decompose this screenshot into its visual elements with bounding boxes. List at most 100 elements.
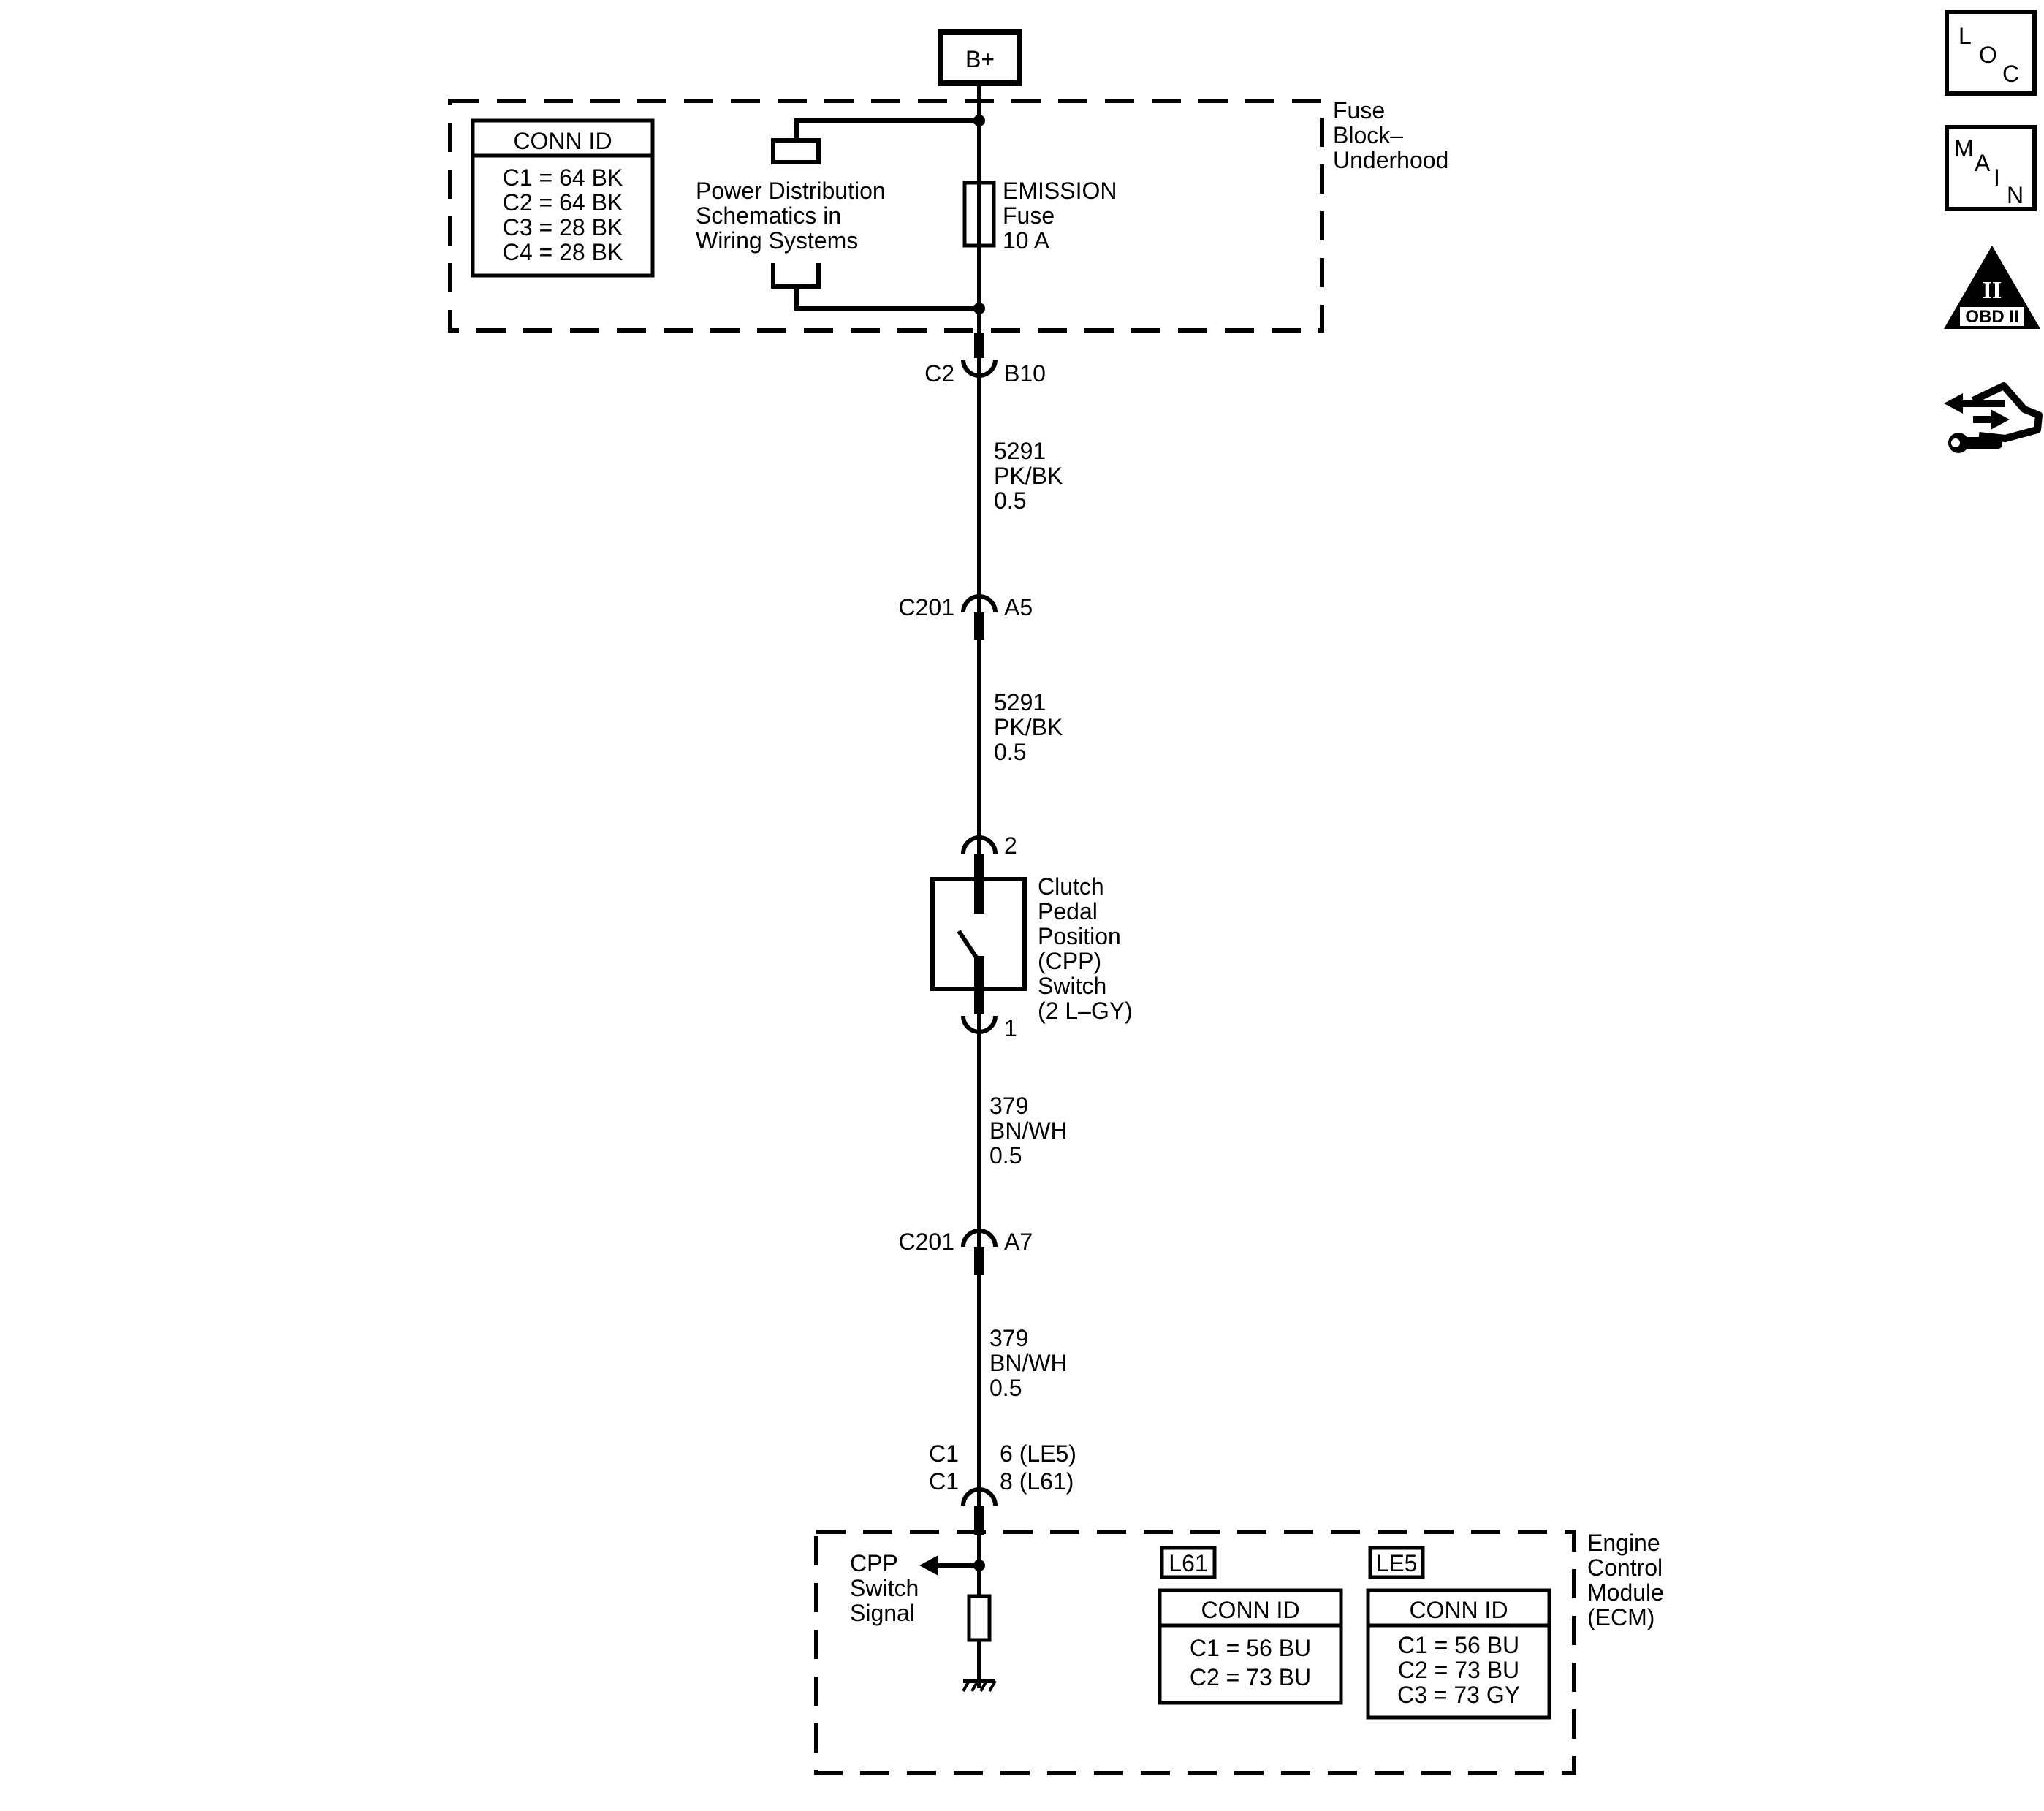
fuse-block-conn-id-title: CONN ID	[513, 128, 612, 154]
ecm-name-line: Module	[1587, 1579, 1664, 1606]
l61-tag: L61	[1169, 1550, 1207, 1576]
fuse-block-conn-id-row: C2 = 64 BK	[503, 189, 623, 216]
cpp-label-line: Clutch	[1038, 873, 1104, 900]
loc-letter: C	[2002, 61, 2019, 87]
ecm-le5-conn-id-table: LE5 CONN ID C1 = 56 BU C2 = 73 BU C3 = 7…	[1366, 1546, 1551, 1720]
wire-label-379-upper: 379 BN/WH 0.5	[989, 1093, 1068, 1169]
fuse-label-line-1: EMISSION	[1003, 178, 1117, 204]
wire-color: PK/BK	[994, 714, 1063, 740]
ecm-c1-label-bottom: C1	[929, 1468, 959, 1495]
main-letter: I	[1994, 164, 2000, 191]
battery-supply-box: B+	[938, 29, 1022, 86]
cpp-switch-pin-1: 1	[961, 989, 1017, 1041]
connector-a7-pin: A7	[1004, 1229, 1033, 1255]
power-ref-line-3: Wiring Systems	[696, 227, 858, 254]
obd-label: OBD II	[1965, 307, 2018, 327]
main-letter: A	[1975, 150, 1991, 176]
fuse-block-conn-id-row: C3 = 28 BK	[503, 214, 623, 240]
ecm-pin-l61: 8 (L61)	[1000, 1468, 1074, 1495]
ecm-name-line: Engine	[1587, 1530, 1660, 1556]
ecm-pin-le5: 6 (LE5)	[1000, 1440, 1076, 1467]
cpp-label-line: Switch	[1038, 973, 1106, 999]
connector-ecm-c1: C1 C1 6 (LE5) 8 (L61)	[929, 1440, 1076, 1535]
power-ref-line-1: Power Distribution	[696, 178, 886, 204]
cpp-pin-2-label: 2	[1004, 832, 1017, 859]
loc-letter: L	[1958, 23, 1972, 49]
cpp-switch-label: Clutch Pedal Position (CPP) Switch (2 L–…	[1038, 873, 1133, 1024]
fuse-block-conn-id-row: C1 = 64 BK	[503, 164, 623, 191]
cpp-switch-pin-2: 2	[961, 832, 1017, 881]
ecm-name-line: (ECM)	[1587, 1604, 1654, 1630]
le5-tag: LE5	[1376, 1550, 1418, 1576]
wire-circuit-number: 5291	[994, 689, 1046, 715]
main-icon[interactable]: M A I N	[1945, 125, 2037, 211]
fuse-block-boundary	[448, 99, 1324, 333]
fuse-block-name: Fuse Block– Underhood	[1333, 97, 1448, 173]
main-letter: M	[1954, 135, 1974, 162]
signal-label-line: CPP	[850, 1550, 898, 1576]
ecm-l61-conn-id-table: L61 CONN ID C1 = 56 BU C2 = 73 BU	[1158, 1546, 1343, 1705]
power-distribution-reference[interactable]: Power Distribution Schematics in Wiring …	[696, 178, 886, 254]
emission-fuse	[962, 83, 996, 329]
wire-circuit-number: 379	[989, 1093, 1028, 1119]
power-ref-line-2: Schematics in	[696, 202, 841, 229]
obd-numeral: II	[1983, 277, 2002, 304]
wire-gauge: 0.5	[989, 1142, 1022, 1169]
emission-fuse-label: EMISSION Fuse 10 A	[1003, 178, 1117, 254]
l61-conn-id-row: C1 = 56 BU	[1190, 1635, 1311, 1661]
wire-label-379-lower: 379 BN/WH 0.5	[989, 1325, 1068, 1401]
connector-a5-pin: A5	[1004, 594, 1033, 620]
wire-gauge: 0.5	[994, 487, 1026, 514]
ecm-internal-circuit	[919, 1555, 997, 1692]
wire-color: PK/BK	[994, 463, 1063, 489]
fuse-label-line-2: Fuse	[1003, 202, 1055, 229]
wire-color: BN/WH	[989, 1350, 1068, 1376]
l61-conn-id-title: CONN ID	[1201, 1597, 1299, 1623]
signal-label-line: Signal	[850, 1600, 915, 1626]
wire-label-5291-upper: 5291 PK/BK 0.5	[994, 438, 1063, 514]
fuse-block-conn-id-table: CONN ID C1 = 64 BK C2 = 64 BK C3 = 28 BK…	[471, 118, 655, 278]
cpp-pin-1-label: 1	[1004, 1015, 1017, 1041]
connector-c201-label: C201	[899, 594, 955, 620]
connector-c201-label: C201	[899, 1229, 955, 1255]
wire-label-5291-lower: 5291 PK/BK 0.5	[994, 689, 1063, 765]
l61-conn-id-row: C2 = 73 BU	[1190, 1664, 1311, 1690]
fuse-label-line-3: 10 A	[1003, 227, 1050, 254]
fuse-block-name-line-1: Fuse	[1333, 97, 1385, 124]
loc-letter: O	[1979, 42, 1997, 68]
ground-icon	[962, 1679, 997, 1692]
cpp-switch-body	[930, 877, 1027, 991]
fuse-block-name-line-3: Underhood	[1333, 147, 1448, 173]
main-letter: N	[2007, 182, 2024, 208]
wire-circuit-number: 379	[989, 1325, 1028, 1351]
cpp-switch-signal-label: CPP Switch Signal	[850, 1550, 919, 1626]
ecm-boundary	[814, 1530, 1576, 1775]
wire-color: BN/WH	[989, 1117, 1068, 1144]
wire-gauge: 0.5	[994, 739, 1026, 765]
wire-circuit-number: 5291	[994, 438, 1046, 464]
loc-icon[interactable]: L O C	[1945, 10, 2037, 96]
connector-c201-a7: C201 A7	[899, 1229, 1033, 1275]
fuse-block-name-line-2: Block–	[1333, 122, 1403, 148]
connector-c2-label: C2	[924, 360, 954, 387]
battery-supply-label: B+	[965, 46, 995, 72]
le5-conn-id-row: C2 = 73 BU	[1398, 1657, 1519, 1683]
le5-conn-id-row: C1 = 56 BU	[1398, 1632, 1519, 1658]
fuse-block-conn-id-row: C4 = 28 BK	[503, 239, 623, 265]
cpp-label-line: (2 L–GY)	[1038, 998, 1133, 1024]
connector-c2-b10: C2 B10	[924, 333, 1046, 387]
signal-label-line: Switch	[850, 1575, 919, 1601]
cpp-label-line: (CPP)	[1038, 948, 1101, 974]
ecm-name-line: Control	[1587, 1554, 1663, 1581]
wiring-repair-hand-icon[interactable]	[1944, 382, 2043, 453]
wire-gauge: 0.5	[989, 1375, 1022, 1401]
le5-conn-id-title: CONN ID	[1409, 1597, 1508, 1623]
ecm-name: Engine Control Module (ECM)	[1587, 1530, 1664, 1630]
cpp-label-line: Position	[1038, 923, 1121, 949]
connector-c201-a5: C201 A5	[899, 594, 1033, 640]
le5-conn-id-row: C3 = 73 GY	[1397, 1682, 1520, 1708]
obd-ii-icon[interactable]: II OBD II	[1944, 246, 2040, 329]
cpp-label-line: Pedal	[1038, 898, 1098, 925]
ecm-pull-down-resistor	[967, 1594, 992, 1642]
connector-b10-pin: B10	[1004, 360, 1046, 387]
